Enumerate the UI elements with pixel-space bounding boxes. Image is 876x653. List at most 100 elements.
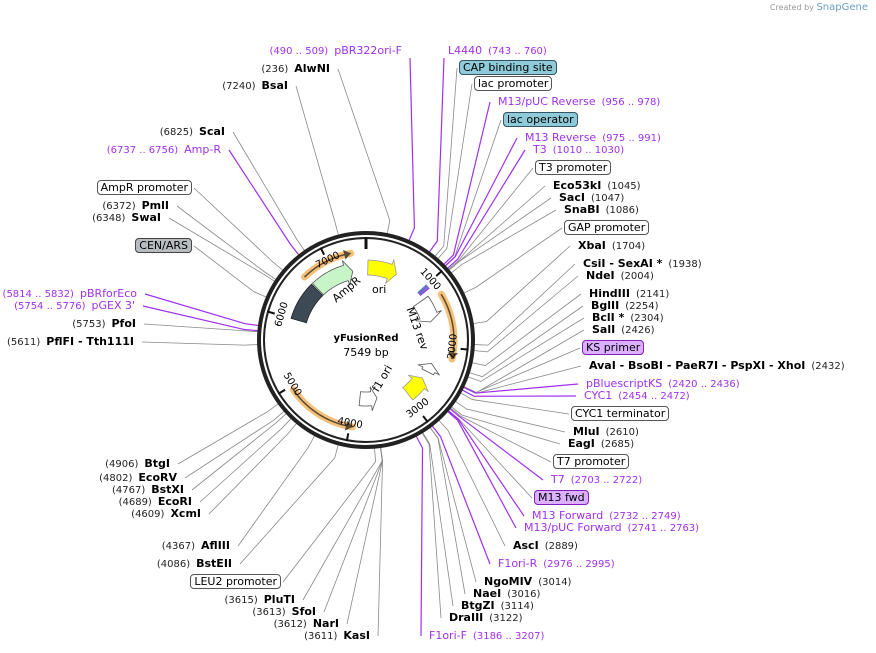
feature-label[interactable]: T3(1010 .. 1030) xyxy=(527,144,624,157)
feature-label[interactable]: F1ori-R(2976 .. 2995) xyxy=(492,558,615,571)
feature-label[interactable]: T7 promoter xyxy=(553,454,630,469)
label-location: (2420 .. 2436) xyxy=(668,379,740,390)
feature-label[interactable]: (7240)BsaI xyxy=(222,80,294,93)
label-leader-line xyxy=(444,137,518,267)
label-name: EcoRV xyxy=(138,471,177,484)
label-leader-line xyxy=(282,447,376,583)
feature-label[interactable]: EagI(2685) xyxy=(562,438,634,451)
feature-label[interactable]: (6372)PmlI xyxy=(102,200,175,213)
feature-label[interactable]: CEN/ARS xyxy=(135,238,192,253)
feature-label[interactable]: SacI(1047) xyxy=(553,192,624,205)
feature-label[interactable]: HindIII(2141) xyxy=(583,288,669,301)
label-name: T3 xyxy=(533,143,547,156)
feature-label[interactable]: (6348)SwaI xyxy=(92,212,167,225)
feature-label[interactable]: AmpR promoter xyxy=(96,180,192,195)
feature-label[interactable]: (5754 .. 5776)pGEX 3' xyxy=(14,300,141,313)
feature-label[interactable]: (3613)SfoI xyxy=(252,606,322,619)
feature-label[interactable]: T7(2703 .. 2722) xyxy=(545,474,642,487)
label-location: (3016) xyxy=(507,589,541,600)
feature-label[interactable]: L4440(743 .. 760) xyxy=(442,45,547,58)
feature-label[interactable]: M13 Reverse(975 .. 991) xyxy=(519,132,661,145)
feature-label[interactable]: (5753)PfoI xyxy=(72,318,142,331)
feature-label[interactable]: AvaI - BsoBI - PaeR7I - PspXI - XhoI(243… xyxy=(583,360,845,373)
feature-label[interactable]: NdeI(2004) xyxy=(580,270,654,283)
feature-label[interactable]: AscI(2889) xyxy=(507,540,578,553)
label-name: SnaBI xyxy=(564,203,600,216)
ori-feature[interactable] xyxy=(367,258,397,285)
feature-label[interactable]: (4367)AflIII xyxy=(162,540,236,553)
label-leader-line xyxy=(468,305,584,378)
feature-label[interactable]: (236)AlwNI xyxy=(261,63,336,76)
feature-label[interactable]: (4086)BstEII xyxy=(157,558,238,571)
feature-label[interactable]: BglII(2254) xyxy=(585,300,658,313)
label-location: (6348) xyxy=(92,213,126,224)
feature-label[interactable]: CYC1(2454 .. 2472) xyxy=(578,390,690,403)
feature-label[interactable]: pBluescriptKS (2420 .. 2436) xyxy=(580,378,740,391)
feature-label[interactable]: (4609)XcmI xyxy=(131,508,207,521)
feature-label[interactable]: F1ori-F(3186 .. 3207) xyxy=(423,630,544,643)
label-name: CsiI - SexAI * xyxy=(583,257,663,270)
feature-label[interactable]: (4767)BstXI xyxy=(112,484,190,497)
feature-label[interactable]: SalI(2426) xyxy=(586,324,654,337)
label-location: (2741 .. 2763) xyxy=(627,523,700,534)
feature-label[interactable]: (3612)NarI xyxy=(274,618,345,631)
cen-ars-feature[interactable] xyxy=(290,283,324,324)
label-leader-line xyxy=(442,101,491,266)
feature-label[interactable]: M13 fwd xyxy=(534,490,589,505)
feature-label[interactable]: (4802)EcoRV xyxy=(99,472,183,485)
feature-label[interactable]: MluI(2610) xyxy=(567,426,639,439)
feature-label[interactable]: DraIII(3122) xyxy=(443,612,523,625)
label-location: (1704) xyxy=(611,241,646,252)
feature-label[interactable]: lac operator xyxy=(503,112,578,127)
feature-label[interactable]: (5611)PflFI - Tth111I xyxy=(7,336,140,349)
label-leader-line xyxy=(438,419,506,547)
feature-label[interactable]: M13 Forward(2732 .. 2749) xyxy=(526,510,681,523)
feature-label[interactable]: (4906)BtgI xyxy=(105,458,176,471)
label-location: (3612) xyxy=(273,619,307,630)
feature-label[interactable]: Eco53kI(1045) xyxy=(547,180,641,193)
feature-label[interactable]: NgoMIV(3014) xyxy=(478,576,571,589)
feature-label[interactable]: LEU2 promoter xyxy=(190,574,281,589)
feature-label[interactable]: M13/pUC Reverse(956 .. 978) xyxy=(492,96,660,109)
feature-label[interactable]: (5814 .. 5832)pBRforEco xyxy=(3,288,143,301)
feature-label[interactable]: (3611)KasI xyxy=(304,630,376,643)
feature-label[interactable]: M13/pUC Forward(2741 .. 2763) xyxy=(518,522,699,535)
label-leader-line xyxy=(228,149,300,256)
feature-label[interactable]: NaeI(3016) xyxy=(467,588,540,601)
tick-mark xyxy=(345,433,350,442)
label-name: NgoMIV xyxy=(484,575,533,588)
leu2-feature[interactable] xyxy=(358,386,378,411)
orf-arrow[interactable] xyxy=(304,252,351,278)
feature-label[interactable]: XbaI(1704) xyxy=(572,240,645,253)
f1-ori-feature[interactable] xyxy=(402,374,429,401)
feature-label[interactable]: CAP binding site xyxy=(459,60,557,75)
feature-label[interactable]: KS primer xyxy=(582,340,645,355)
label-location: (3114) xyxy=(500,601,534,612)
label-leader-line xyxy=(450,406,561,445)
feature-label[interactable]: GAP promoter xyxy=(564,220,650,235)
feature-label[interactable]: lac promoter xyxy=(474,76,553,91)
feature-label[interactable]: BclI *(2304) xyxy=(586,312,664,325)
m13-rev-region-feature[interactable] xyxy=(412,295,442,323)
plasmid-length: 7549 bp xyxy=(343,346,389,359)
promoter-feature[interactable] xyxy=(416,362,441,376)
feature-label[interactable]: (3615)PluTI xyxy=(224,594,301,607)
feature-label[interactable]: (6825)ScaI xyxy=(160,126,231,139)
label-name: AmpR promoter xyxy=(96,180,192,195)
label-name: pBluescriptKS xyxy=(586,377,663,390)
label-name: AscI xyxy=(513,539,539,552)
feature-label[interactable]: (4689)EcoRI xyxy=(119,496,198,509)
label-leader-line xyxy=(449,407,552,463)
feature-label[interactable]: T3 promoter xyxy=(535,160,612,175)
feature-label[interactable]: CsiI - SexAI *(1938) xyxy=(577,258,702,271)
feature-label[interactable]: (6737 .. 6756)Amp-R xyxy=(107,144,227,157)
label-name: SalI xyxy=(592,323,616,336)
feature-label[interactable]: (490 .. 509)pBR322ori-F xyxy=(270,45,408,58)
label-name: M13 fwd xyxy=(534,490,589,505)
ampr-feature[interactable] xyxy=(311,260,354,296)
orf-arrow[interactable] xyxy=(292,389,353,428)
feature-label[interactable]: BtgZI(3114) xyxy=(455,600,534,613)
feature-label[interactable]: SnaBI(1086) xyxy=(558,204,639,217)
orf-arrow[interactable] xyxy=(440,293,455,360)
feature-label[interactable]: CYC1 terminator xyxy=(571,406,670,421)
